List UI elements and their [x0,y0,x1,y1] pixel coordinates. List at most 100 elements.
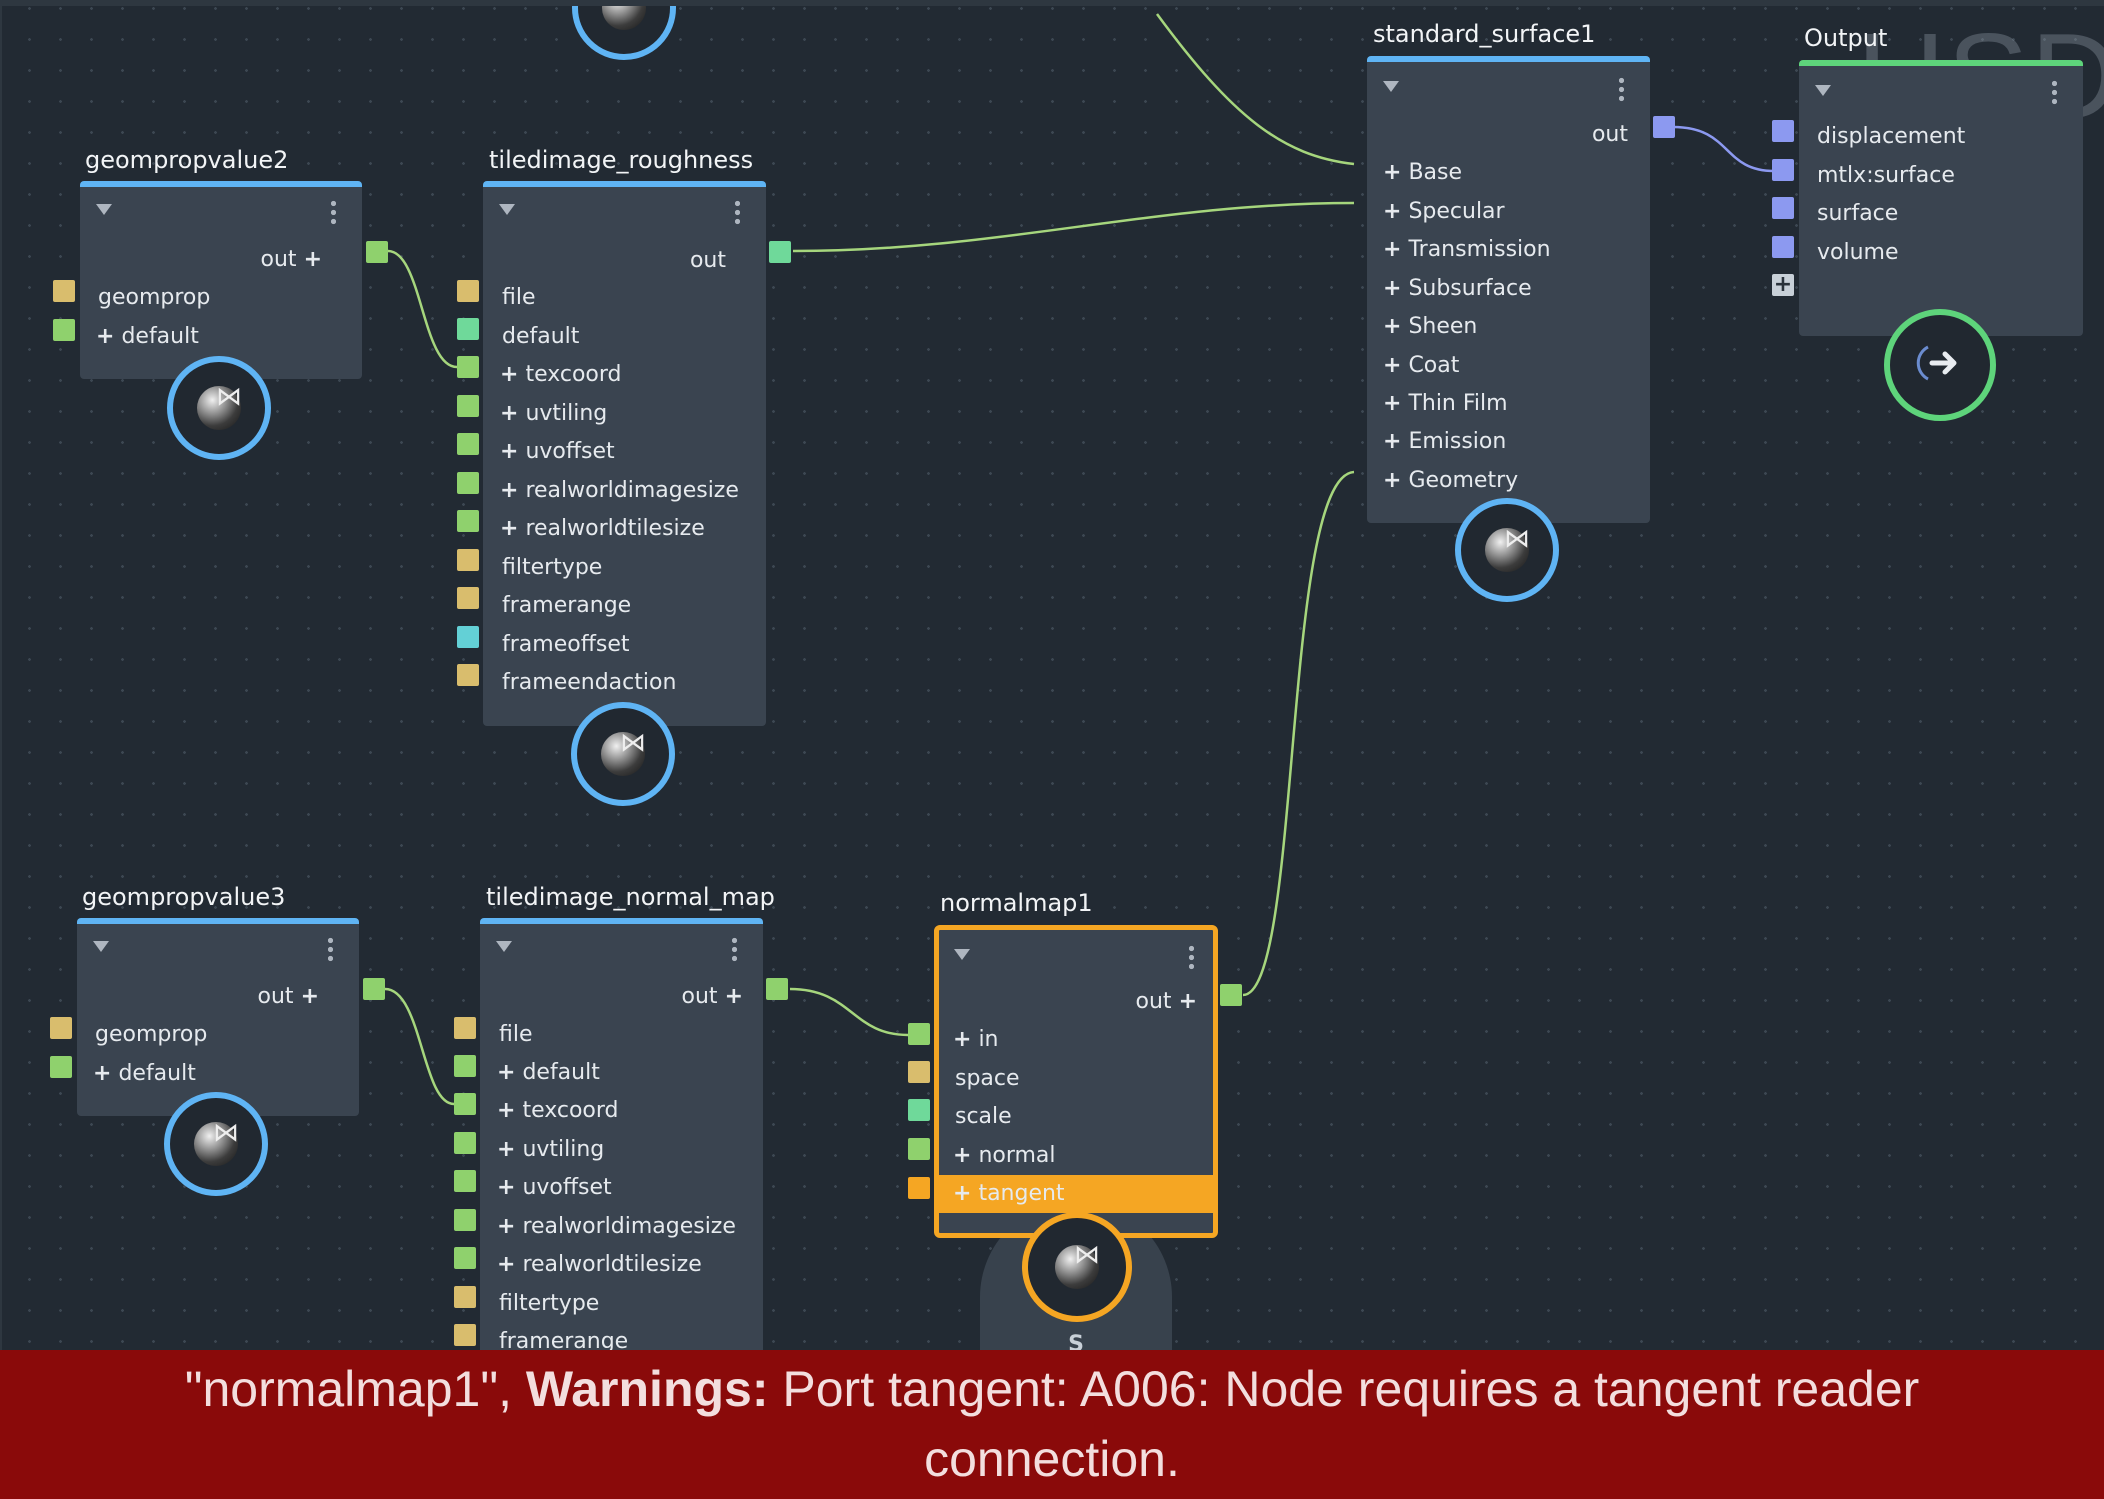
port-texcoord[interactable] [454,1093,476,1115]
port-filtertype[interactable] [454,1286,476,1308]
expand-plus-icon[interactable]: + [1178,989,1197,1014]
expand-plus-icon[interactable]: + [303,247,322,272]
port-in[interactable] [908,1023,930,1045]
port-out-tiledimage-normal-map[interactable] [766,978,788,1000]
node-badge-tiledimage-roughness[interactable]: ⋈ [571,702,675,806]
expand-plus-icon[interactable]: + [300,984,319,1009]
collapse-triangle-icon[interactable] [954,949,970,960]
expand-plus-icon[interactable]: + [953,1181,972,1206]
node-menu-icon[interactable] [328,936,333,963]
node-badge-normalmap1[interactable]: ⋈ [1022,1212,1132,1322]
collapse-triangle-icon[interactable] [499,204,515,215]
port-volume[interactable] [1772,236,1794,258]
expand-plus-icon[interactable]: + [1383,237,1402,262]
port-file[interactable] [457,280,479,302]
expand-plus-icon[interactable]: + [500,516,519,541]
port-displacement[interactable] [1772,120,1794,142]
port-scale[interactable] [908,1099,930,1121]
node-geompropvalue2[interactable]: out + geomprop + default [80,181,362,379]
node-badge-geompropvalue2[interactable]: ⋈ [167,356,271,460]
node-menu-icon[interactable] [2052,79,2057,106]
port-geomprop[interactable] [50,1017,72,1039]
expand-plus-icon[interactable]: + [1383,353,1402,378]
port-uvoffset[interactable] [457,433,479,455]
port-out-geompropvalue3[interactable] [363,978,385,1000]
node-badge-standard-surface1[interactable]: ⋈ [1455,498,1559,602]
port-realworldtilesize[interactable] [457,510,479,532]
collapse-triangle-icon[interactable] [96,204,112,215]
collapse-triangle-icon[interactable] [1815,85,1831,96]
expand-plus-icon[interactable]: + [500,478,519,503]
shader-ball-icon [194,1122,238,1166]
expand-plus-icon[interactable]: + [497,1137,516,1162]
collapse-triangle-icon[interactable] [496,941,512,952]
expand-plus-icon[interactable]: + [1383,429,1402,454]
expand-plus-icon[interactable]: + [93,1061,112,1086]
port-default[interactable] [53,319,75,341]
node-menu-icon[interactable] [331,199,336,226]
node-tiledimage-roughness[interactable]: out file default + texcoord + uvtiling +… [483,181,766,726]
node-output[interactable]: displacement mtlx:surface surface volume [1799,60,2083,336]
port-frameendaction[interactable] [457,664,479,686]
port-realworldimagesize[interactable] [457,472,479,494]
port-uvtiling[interactable] [454,1132,476,1154]
port-out-normalmap1[interactable] [1220,984,1242,1006]
port-space[interactable] [908,1061,930,1083]
collapse-triangle-icon[interactable] [93,941,109,952]
node-menu-icon[interactable] [735,199,740,226]
port-realworldimagesize[interactable] [454,1209,476,1231]
port-realworldtilesize[interactable] [454,1247,476,1269]
port-default[interactable] [454,1055,476,1077]
node-menu-icon[interactable] [732,936,737,963]
port-filtertype[interactable] [457,549,479,571]
port-mtlx-surface[interactable] [1772,159,1794,181]
port-geomprop[interactable] [53,280,75,302]
expand-plus-icon[interactable]: + [497,1060,516,1085]
node-standard-surface1[interactable]: out + Base + Specular + Transmission + S… [1367,56,1650,523]
expand-plus-icon[interactable]: + [497,1214,516,1239]
port-normal[interactable] [908,1138,930,1160]
expand-plus-icon[interactable]: + [500,401,519,426]
expand-plus-icon[interactable]: + [1383,160,1402,185]
port-out-tiledimage-roughness[interactable] [769,241,791,263]
port-texcoord[interactable] [457,356,479,378]
port-out-standard-surface1[interactable] [1653,116,1675,138]
expand-plus-icon[interactable]: + [500,362,519,387]
node-normalmap1[interactable]: out + + in space scale + normal + tangen… [934,925,1218,1238]
expand-plus-icon[interactable]: + [1383,276,1402,301]
warning-port-row[interactable] [939,1175,1213,1213]
port-file[interactable] [454,1017,476,1039]
node-menu-icon[interactable] [1189,944,1194,971]
collapse-triangle-icon[interactable] [1383,81,1399,92]
node-badge-output[interactable] [1884,309,1996,421]
expand-plus-icon[interactable]: + [497,1252,516,1277]
port-framerange[interactable] [457,587,479,609]
port-default[interactable] [50,1056,72,1078]
port-out-geompropvalue2[interactable] [366,241,388,263]
node-geompropvalue3[interactable]: out + geomprop + default [77,918,359,1116]
port-framerange[interactable] [454,1324,476,1346]
expand-plus-icon[interactable]: + [96,324,115,349]
expand-plus-icon[interactable]: + [724,984,743,1009]
node-menu-icon[interactable] [1619,76,1624,103]
node-graph-canvas[interactable]: USD geompropvalue2 out + geomprop + defa… [0,0,2104,1350]
expand-plus-icon[interactable]: + [1383,391,1402,416]
port-uvoffset[interactable] [454,1170,476,1192]
port-surface[interactable] [1772,197,1794,219]
port-frameoffset[interactable] [457,626,479,648]
expand-plus-icon[interactable]: + [497,1098,516,1123]
node-tiledimage-normal-map[interactable]: out + file + default + texcoord + uvtili… [480,918,763,1350]
expand-plus-icon[interactable]: + [1383,468,1402,493]
expand-plus-icon[interactable]: + [1383,314,1402,339]
port-tangent[interactable] [908,1177,930,1199]
add-port-icon[interactable]: + [1772,272,1794,297]
port-default[interactable] [457,318,479,340]
port-uvtiling[interactable] [457,395,479,417]
node-badge-geompropvalue3[interactable]: ⋈ [164,1092,268,1196]
output-label: out + [1136,989,1197,1014]
expand-plus-icon[interactable]: + [953,1027,972,1052]
expand-plus-icon[interactable]: + [1383,199,1402,224]
expand-plus-icon[interactable]: + [953,1143,972,1168]
expand-plus-icon[interactable]: + [500,439,519,464]
expand-plus-icon[interactable]: + [497,1175,516,1200]
